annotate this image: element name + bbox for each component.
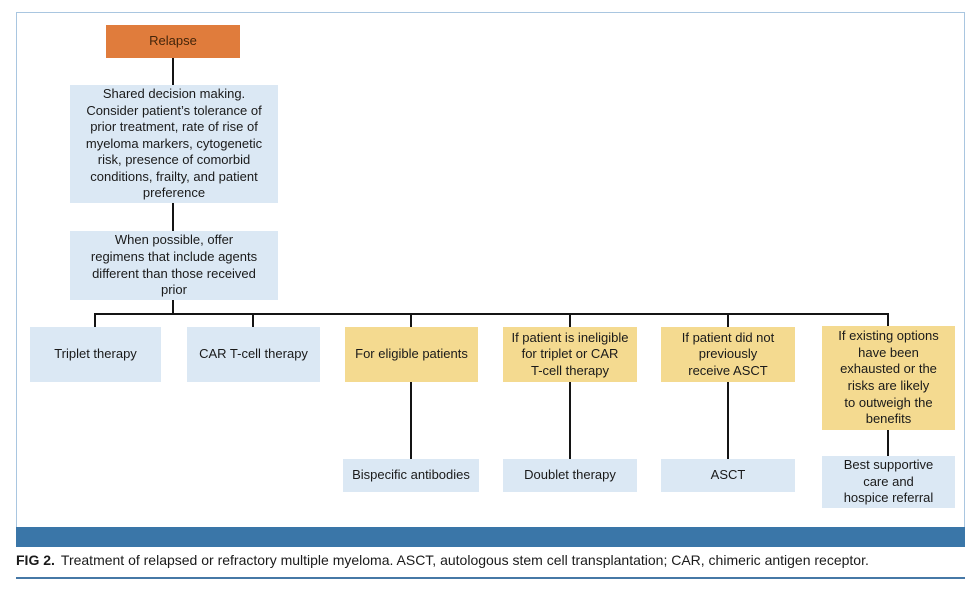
node-doublet-therapy: Doublet therapy: [503, 459, 637, 492]
caption-rule: [16, 577, 965, 579]
node-when-possible: When possible, offer regimens that inclu…: [70, 231, 278, 300]
connector-drop-no-prior-asct: [727, 313, 729, 327]
connector-noprior-asct: [727, 382, 729, 459]
connector-drop-car-t: [252, 313, 254, 327]
connector-eligible-bispecific: [410, 382, 412, 459]
figure-caption-label: FIG 2.: [16, 552, 55, 568]
connector-drop-options-exhausted: [887, 313, 889, 326]
connector-drop-triplet: [94, 313, 96, 327]
node-triplet-therapy: Triplet therapy: [30, 327, 161, 382]
figure-caption-text: Treatment of relapsed or refractory mult…: [60, 552, 869, 568]
connector-relapse-shared: [172, 58, 174, 85]
connector-drop-ineligible: [569, 313, 571, 327]
figure-footer-bar: [16, 527, 965, 547]
node-ineligible-triplet-car: If patient is ineligible for triplet or …: [503, 327, 637, 382]
connector-exhausted-supportive: [887, 430, 889, 456]
figure-caption: FIG 2. Treatment of relapsed or refractor…: [16, 551, 966, 569]
node-car-t-cell-therapy: CAR T-cell therapy: [187, 327, 320, 382]
node-no-prior-asct: If patient did not previously receive AS…: [661, 327, 795, 382]
connector-branch-horizontal: [94, 313, 889, 315]
connector-shared-when: [172, 203, 174, 231]
node-best-supportive-care: Best supportive care and hospice referra…: [822, 456, 955, 508]
node-shared-decision: Shared decision making. Consider patient…: [70, 85, 278, 203]
connector-ineligible-doublet: [569, 382, 571, 459]
connector-drop-eligible: [410, 313, 412, 327]
connector-when-branch: [172, 300, 174, 314]
node-bispecific-antibodies: Bispecific antibodies: [343, 459, 479, 492]
node-options-exhausted: If existing options have been exhausted …: [822, 326, 955, 430]
node-asct: ASCT: [661, 459, 795, 492]
node-for-eligible-patients: For eligible patients: [345, 327, 478, 382]
node-relapse: Relapse: [106, 25, 240, 58]
